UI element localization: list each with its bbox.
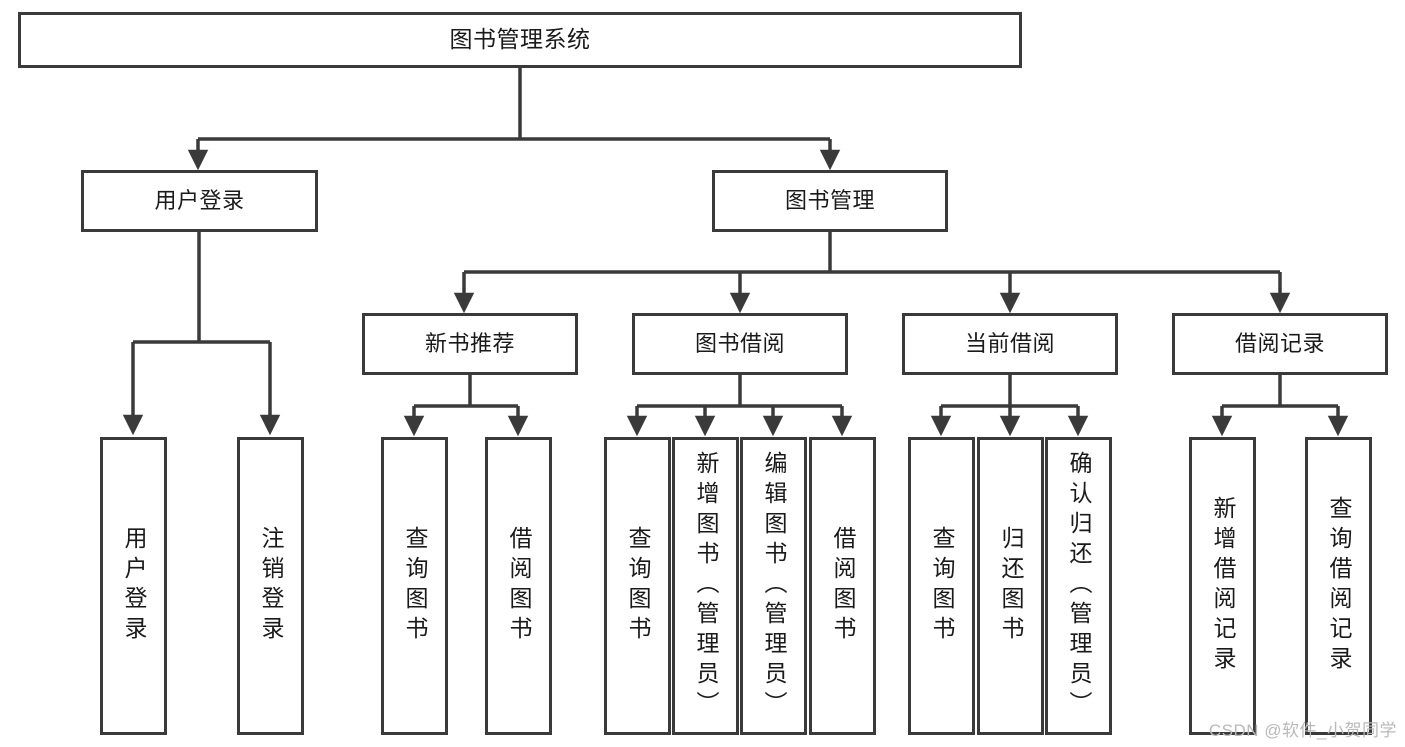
node-label: 借阅记录 (1234, 330, 1325, 356)
leaf-user-login[interactable]: 用户登录 (100, 437, 167, 735)
leaf-return-book[interactable]: 归还图书 (977, 437, 1044, 735)
leaf-query-book-1[interactable]: 查询图书 (381, 437, 448, 735)
watermark-text: CSDN @软件_小贺同学 (1208, 721, 1397, 740)
node-label: 查询图书 (929, 526, 955, 646)
node-label: 用户登录 (121, 526, 147, 646)
node-label: 用户登录 (154, 187, 245, 213)
leaf-borrow-book-1[interactable]: 借阅图书 (485, 437, 552, 735)
leaf-query-book-2[interactable]: 查询图书 (604, 437, 671, 735)
leaf-edit-book[interactable]: 编辑图书（管理员） (740, 437, 807, 735)
node-label: 图书管理系统 (449, 26, 591, 53)
node-label: 借阅图书 (830, 526, 856, 646)
leaf-query-record[interactable]: 查询借阅记录 (1305, 437, 1372, 735)
node-label: 查询借阅记录 (1326, 496, 1352, 676)
node-label: 当前借阅 (964, 330, 1055, 356)
node-current-borrow[interactable]: 当前借阅 (902, 313, 1118, 375)
node-book-manage[interactable]: 图书管理 (712, 170, 948, 232)
node-label: 注销登录 (258, 526, 284, 646)
leaf-add-record[interactable]: 新增借阅记录 (1189, 437, 1256, 735)
node-borrow-record[interactable]: 借阅记录 (1172, 313, 1388, 375)
leaf-add-book[interactable]: 新增图书（管理员） (672, 437, 739, 735)
node-label: 图书管理 (784, 187, 875, 213)
node-book-borrow[interactable]: 图书借阅 (632, 313, 848, 375)
node-label: 新书推荐 (424, 330, 515, 356)
node-label: 查询图书 (625, 526, 651, 646)
node-label: 编辑图书（管理员） (761, 451, 787, 721)
node-label: 查询图书 (402, 526, 428, 646)
leaf-borrow-book-2[interactable]: 借阅图书 (809, 437, 876, 735)
node-label: 新增图书（管理员） (693, 451, 719, 721)
leaf-confirm-return[interactable]: 确认归还（管理员） (1045, 437, 1112, 735)
node-label: 归还图书 (998, 526, 1024, 646)
node-label: 图书借阅 (694, 330, 785, 356)
node-user-login[interactable]: 用户登录 (81, 170, 318, 232)
leaf-logout[interactable]: 注销登录 (237, 437, 304, 735)
node-label: 借阅图书 (506, 526, 532, 646)
node-new-book-recommend[interactable]: 新书推荐 (362, 313, 578, 375)
leaf-query-book-3[interactable]: 查询图书 (908, 437, 975, 735)
node-label: 确认归还（管理员） (1066, 451, 1092, 721)
node-label: 新增借阅记录 (1210, 496, 1236, 676)
node-root-system[interactable]: 图书管理系统 (18, 12, 1022, 68)
